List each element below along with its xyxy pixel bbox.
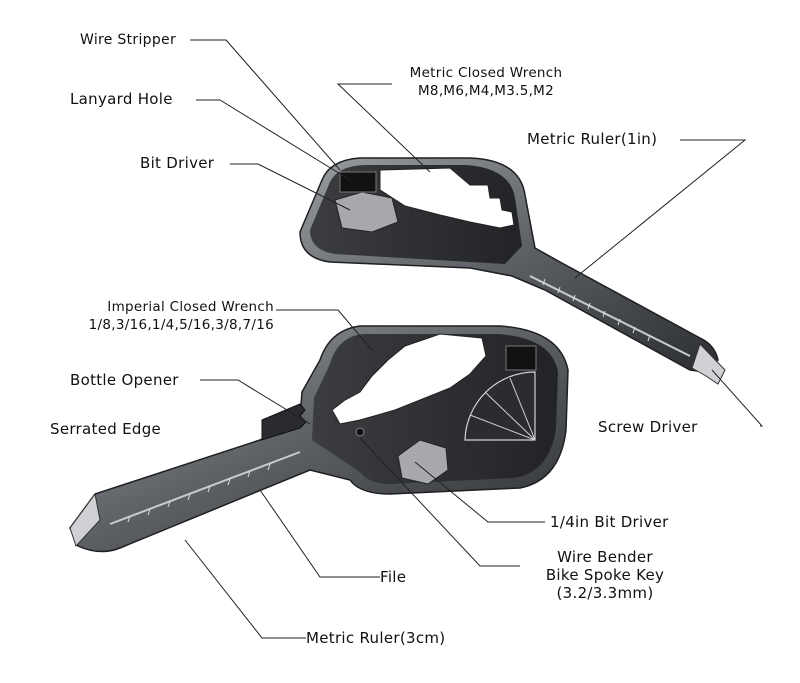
label-wire-stripper: Wire Stripper [80, 32, 177, 48]
lanyard-hole [339, 171, 377, 193]
label-quarter-bit-driver: 1/4in Bit Driver [550, 513, 669, 531]
lower-key [69, 325, 569, 553]
serrated-edge [261, 403, 307, 441]
hex-bit-hole [334, 191, 399, 233]
label-bottle-opener: Bottle Opener [70, 371, 179, 389]
imperial-wrench-sizes: 1/8,3/16,1/4,5/16,3/8,7/16 [88, 317, 274, 333]
label-bit-driver: Bit Driver [140, 154, 215, 172]
label-wire-bender-group: Wire Bender Bike Spoke Key (3.2/3.3mm) [520, 548, 690, 602]
label-imperial-wrench: Imperial Closed Wrench 1/8,3/16,1/4,5/16… [52, 298, 274, 334]
label-metric-ruler-cm: Metric Ruler(3cm) [306, 629, 446, 647]
label-metric-ruler-in: Metric Ruler(1in) [527, 130, 658, 148]
lower-screwdriver-tip [69, 492, 101, 547]
label-serrated-edge: Serrated Edge [50, 420, 162, 438]
quarter-hex-bit-hole [397, 439, 449, 485]
imperial-wrench-title: Imperial Closed Wrench [107, 299, 274, 315]
leader-lines [184, 39, 764, 639]
metric-wrench-cutout [379, 167, 515, 229]
label-bike-spoke-key: Bike Spoke Key [545, 566, 665, 584]
label-file: File [380, 568, 407, 586]
metric-wrench-title: Metric Closed Wrench [409, 65, 563, 81]
metric-wrench-sizes: M8,M6,M4,M3.5,M2 [417, 83, 555, 99]
label-spoke-sizes: (3.2/3.3mm) [556, 584, 654, 602]
label-wire-bender: Wire Bender [557, 548, 653, 566]
upper-key [299, 157, 726, 385]
spoke-key-hole [355, 427, 365, 437]
lower-lanyard-hole [505, 345, 537, 371]
label-lanyard-hole: Lanyard Hole [70, 90, 173, 108]
label-metric-wrench: Metric Closed Wrench M8,M6,M4,M3.5,M2 [396, 64, 576, 100]
label-screw-driver: Screw Driver [598, 418, 698, 436]
upper-screwdriver-tip [691, 343, 726, 385]
imperial-wrench-cutout [331, 333, 487, 425]
